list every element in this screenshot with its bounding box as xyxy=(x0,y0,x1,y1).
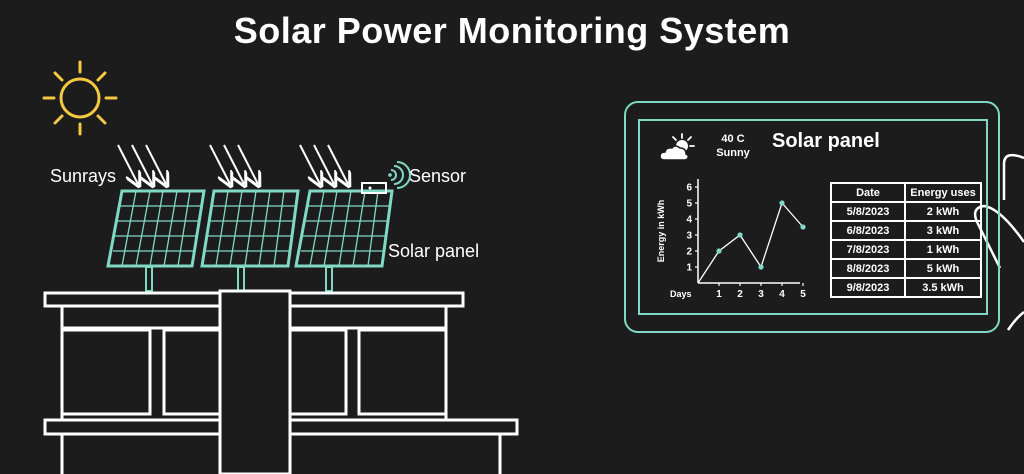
column-header: Energy uses xyxy=(904,182,982,203)
page-title: Solar Power Monitoring System xyxy=(233,10,791,51)
energy-cell: 2 kWh xyxy=(904,201,982,222)
solar-panel-icon xyxy=(294,189,394,292)
y-axis-label: Energy in kWh xyxy=(656,200,666,263)
table-row: 8/8/2023 5 kWh xyxy=(830,258,982,279)
x-tick-label: 5 xyxy=(800,289,806,300)
x-tick-label: 4 xyxy=(779,289,785,300)
date-cell: 7/8/2023 xyxy=(830,239,906,260)
table-row: 9/8/2023 3.5 kWh xyxy=(830,277,982,298)
x-tick-label: 1 xyxy=(716,289,722,300)
sunrays-icon xyxy=(117,144,348,184)
energy-cell: 1 kWh xyxy=(904,239,982,260)
series-line xyxy=(697,201,804,284)
solar-panel-icon xyxy=(106,189,206,292)
sun-icon xyxy=(42,60,118,136)
data-point xyxy=(758,264,764,270)
sensor-icon xyxy=(361,161,411,194)
table-row: 6/8/2023 3 kWh xyxy=(830,220,982,241)
energy-cell: 3 kWh xyxy=(904,220,982,241)
dashboard-title: Solar panel xyxy=(772,130,880,152)
energy-cell: 3.5 kWh xyxy=(904,277,982,298)
weather-widget: 40 C Sunny xyxy=(656,131,766,165)
data-point xyxy=(779,200,785,206)
solar-panel-label: Solar panel xyxy=(388,241,480,261)
energy-cell: 5 kWh xyxy=(904,258,982,279)
date-cell: 5/8/2023 xyxy=(830,201,906,222)
energy-table: Date Energy uses 5/8/2023 2 kWh 6/8/2023… xyxy=(830,182,982,298)
date-cell: 9/8/2023 xyxy=(830,277,906,298)
x-axis-label: Days xyxy=(670,289,692,299)
y-tick-label: 1 xyxy=(686,263,692,274)
sensor-label: Sensor xyxy=(409,166,467,186)
partly-sunny-icon xyxy=(659,133,695,161)
solar-panel-icon xyxy=(200,189,300,292)
data-point xyxy=(716,248,722,254)
weather-condition: Sunny xyxy=(716,147,750,159)
weather-temperature: 40 C xyxy=(721,133,745,145)
data-point xyxy=(800,224,806,230)
y-tick-label: 4 xyxy=(686,215,692,226)
x-tick-label: 2 xyxy=(737,289,743,300)
column-header: Date xyxy=(830,182,906,203)
y-tick-label: 2 xyxy=(686,247,692,258)
date-cell: 8/8/2023 xyxy=(830,258,906,279)
table-row: 7/8/2023 1 kWh xyxy=(830,239,982,260)
date-cell: 6/8/2023 xyxy=(830,220,906,241)
building-icon xyxy=(43,289,519,474)
table-row: 5/8/2023 2 kWh xyxy=(830,201,982,222)
sunrays-label: Sunrays xyxy=(50,166,117,186)
y-tick-label: 3 xyxy=(686,231,692,242)
y-tick-label: 5 xyxy=(686,199,692,210)
data-point xyxy=(737,232,743,238)
table-header-row: Date Energy uses xyxy=(830,182,982,203)
solar-panel-array xyxy=(106,189,394,292)
y-tick-label: 6 xyxy=(686,183,692,194)
x-tick-label: 3 xyxy=(758,289,764,300)
